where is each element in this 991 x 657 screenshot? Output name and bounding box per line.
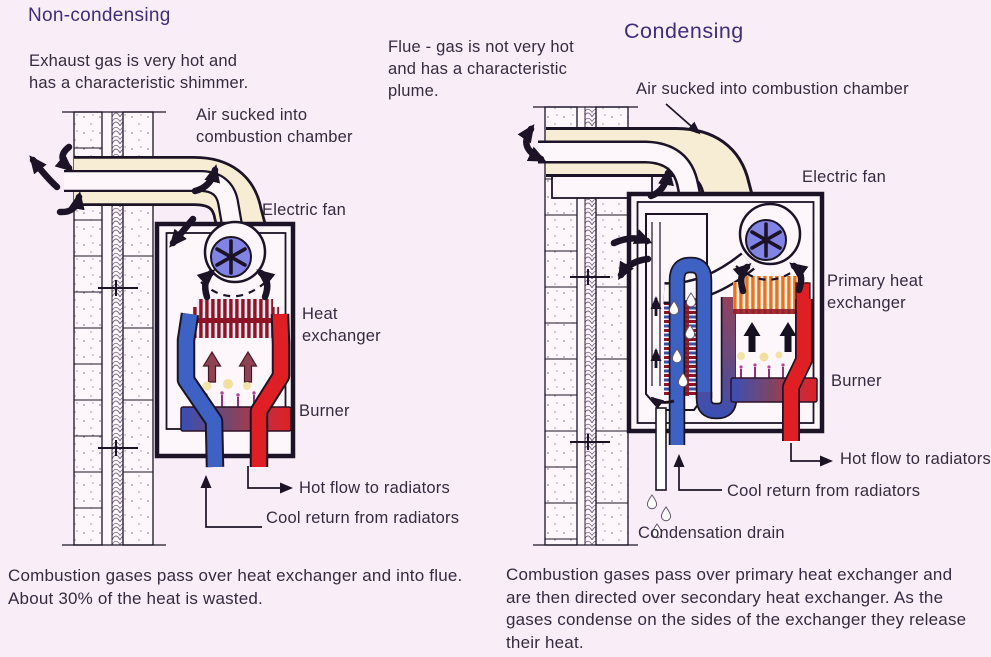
label-right-cool-return: Cool return from radiators [727,482,921,500]
cool-return-pipe [178,312,223,468]
right-channel-arrows [650,296,675,410]
left-airflow-arrows [29,143,276,301]
left-caption: Combustion gases pass over heat exchange… [8,566,463,608]
label-right-primary-heat-exchanger: Primary heat exchanger [827,272,923,312]
label-left-hot-flow: Hot flow to radiators [299,479,450,497]
right-flue-duct [538,127,763,251]
right-title: Condensing [624,19,744,43]
label-left-burner: Burner [299,402,350,420]
label-right-air: Air sucked into combustion chamber [636,80,909,98]
hot-flow-pipe [783,299,812,441]
label-right-electric-fan: Electric fan [802,168,887,186]
right-burner [730,377,818,403]
right-pipes [668,256,738,445]
label-left-heat-exchanger: Heat exchanger [302,305,381,345]
label-right-hot-flow: Hot flow to radiators [840,450,991,468]
burner-flames [740,367,784,378]
cool-return-pipe [670,258,711,445]
hot-flow-pipe [251,313,289,467]
wall-ties [570,269,610,450]
right-hot-pipe [782,299,813,441]
left-title: Non-condensing [28,5,171,26]
warming-pipe [697,297,736,418]
left-pipes [176,312,291,468]
label-right-condensation-drain: Condensation drain [638,524,785,542]
left-label-pointers [200,466,293,528]
right-airflow-arrows [517,124,809,295]
label-left-electric-fan: Electric fan [262,201,347,219]
left-heat-exchanger [192,299,279,338]
right-label-pointers [665,103,833,491]
label-left-air: Air sucked into combustion chamber [196,106,353,146]
right-caption: Combustion gases pass over primary heat … [506,565,967,652]
flame-glow [202,381,212,391]
wall-ties [98,280,138,456]
label-right-burner: Burner [831,372,882,390]
left-flue-duct [64,156,270,247]
right-electric-fan [735,202,802,281]
left-description: Exhaust gas is very hot and has a charac… [29,52,249,92]
right-description: Flue - gas is not very hot and has a cha… [388,38,574,100]
label-left-cool-return: Cool return from radiators [266,509,460,527]
